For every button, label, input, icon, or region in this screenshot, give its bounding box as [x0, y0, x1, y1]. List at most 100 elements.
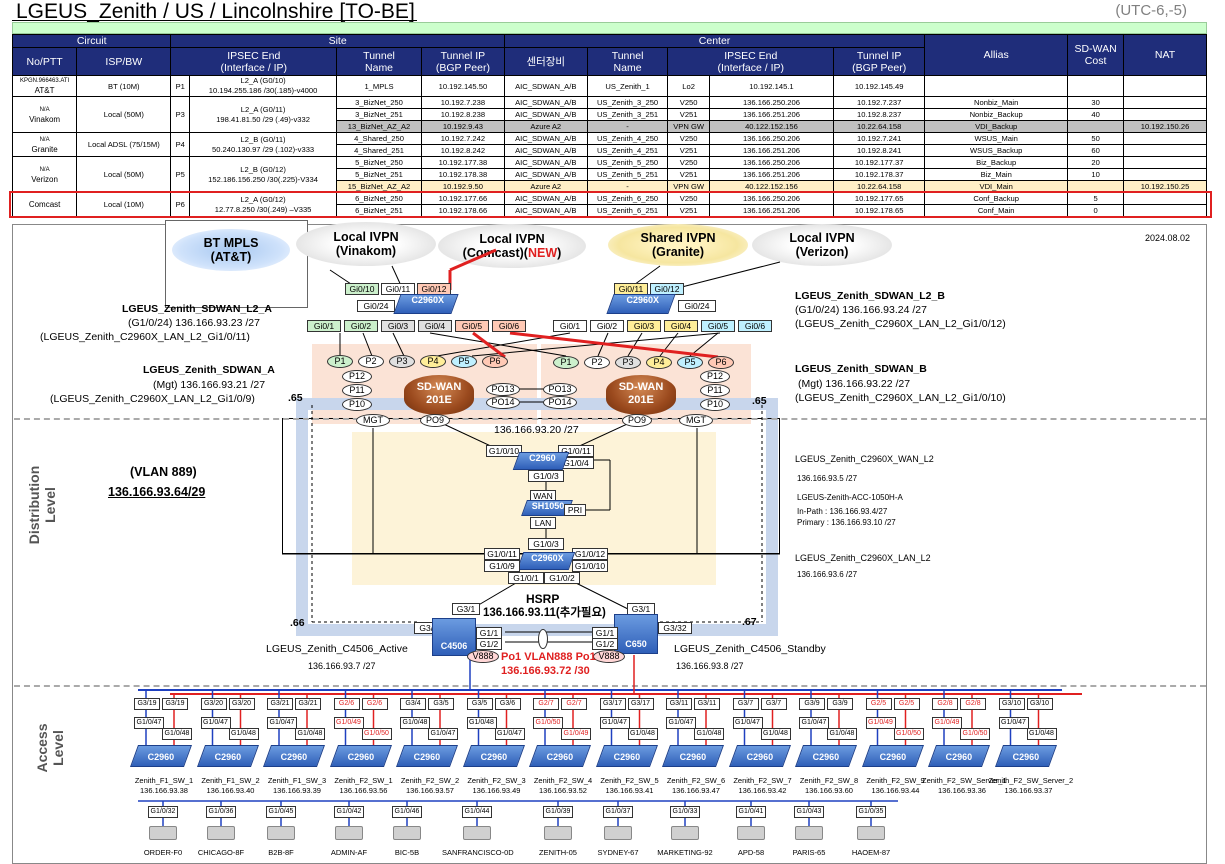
- access-switch-7: C2960: [595, 745, 658, 767]
- sdwan-b-port-0: P1: [553, 356, 579, 369]
- l2a-switch-label: C2960X: [411, 295, 444, 305]
- lan-l2-ip: 136.166.93.6 /27: [797, 570, 858, 579]
- sdwan-a-port-0: P1: [327, 355, 353, 368]
- cell-center-tunnel: -: [586, 180, 669, 193]
- access-switch-label: C2960: [812, 752, 839, 762]
- sdwan-a-ip: (Mgt) 136.166.93.21 /27: [153, 379, 266, 391]
- access-switch-ip-10: 136.166.93.60: [805, 786, 853, 795]
- cell-ipsec: L2_A (G0/11)198.41.81.50 /29 (.49)-v332: [189, 96, 338, 133]
- sdwan-b-po14: PO14: [543, 396, 577, 409]
- access-port-a-5: G1/0/48: [466, 717, 497, 729]
- cell-cost: [1067, 75, 1125, 97]
- cell-cost: 60: [1067, 144, 1125, 157]
- l2a-top-port-1: Gi0/11: [381, 283, 415, 295]
- l2a-top-port-0: Gi0/10: [345, 283, 379, 295]
- cell-center-ip: 10.192.145.1: [708, 75, 835, 97]
- header-isp-bw: ISP/BW: [76, 47, 172, 76]
- access-uplink-a-3: G2/6: [333, 698, 360, 710]
- access-switch-12: C2960: [927, 745, 991, 767]
- cell-tunnel-name: 3_BizNet_250: [336, 96, 422, 109]
- wan-l2-port-a: G1/0/10: [486, 445, 522, 457]
- group-circuit: Circuit: [11, 34, 172, 48]
- endpoint-port-5: G1/0/44: [462, 806, 492, 818]
- cell-cost: 50: [1067, 132, 1125, 145]
- cell-isp: Local (50M): [76, 156, 172, 193]
- access-uplink-a-0: G3/19: [134, 698, 160, 710]
- cell-ptt: Verizon: [31, 174, 58, 184]
- access-uplink-a-12: G2/8: [932, 698, 958, 710]
- access-switch-name-11: Zenith_F2_SW_9: [866, 776, 925, 785]
- access-port-a-3: G1/0/49: [333, 717, 364, 729]
- access-port-b-10: G1/0/48: [827, 728, 857, 740]
- cell-ptt: Vinakom: [29, 114, 61, 124]
- access-uplink-a-7: G3/17: [599, 698, 626, 710]
- cell-no: N/A: [39, 106, 50, 113]
- lan-l2-port-c: G1/0/12: [572, 548, 608, 560]
- cell-center-tunnel: US_Zenith_4_251: [586, 144, 669, 157]
- endpoint-port-10: G1/0/43: [794, 806, 824, 818]
- endpoint-device-4: [393, 826, 421, 840]
- hsrp-label: HSRP: [526, 592, 560, 606]
- comcast-cloud-isp: (Comcast)(: [462, 246, 528, 260]
- cell-center-tunnel-ip: 10.192.177.37: [833, 156, 926, 169]
- cell-ipsec-ip: 50.240.130.97 /29 (.102)-v333: [211, 144, 315, 154]
- access-port-b-13: G1/0/48: [1026, 728, 1057, 740]
- access-switch-name-1: Zenith_F1_SW_2: [201, 776, 260, 785]
- access-switch-9: C2960: [728, 745, 791, 767]
- cell-isp: Local (50M): [76, 96, 172, 133]
- sdwan-b-port-3: P4: [646, 356, 672, 369]
- l2b-ip: (G1/0/24) 136.166.93.24 /27: [795, 304, 927, 316]
- sdwan-a-mgt: MGT: [356, 414, 390, 427]
- endpoint-name-7: SYDNEY-67: [597, 848, 639, 857]
- l2a-switch: C2960X: [393, 294, 459, 314]
- sdwan-a-po9: PO9: [420, 414, 450, 427]
- cell-tunnel-ip: 10.192.177.38: [420, 156, 505, 169]
- l2b-bottom-port-3: Gi0/4: [664, 320, 698, 332]
- cell-ptt: Granite: [31, 144, 58, 154]
- endpoint-name-9: APD-58: [737, 848, 765, 857]
- cloud-bt-mpls: BT MPLS (AT&T): [172, 229, 290, 271]
- access-uplink-b-5: G3/6: [494, 698, 521, 710]
- endpoint-name-5: SANFRANCISCO-0D: [442, 848, 514, 857]
- cell-isp: BT (10M): [76, 75, 172, 97]
- wan-l2-switch: C2960: [512, 452, 570, 470]
- access-uplink-a-6: G2/7: [533, 698, 559, 710]
- l2a-ip: (G1/0/24) 136.166.93.23 /27: [128, 317, 260, 329]
- access-switch-label: C2960: [147, 752, 174, 762]
- l2a-uplink: (LGEUS_Zenith_C2960X_LAN_L2_Gi1/0/11): [40, 331, 250, 343]
- access-switch-ip-9: 136.166.93.42: [738, 786, 787, 795]
- l2b-switch: C2960X: [606, 294, 676, 314]
- access-switch-ip-1: 136.166.93.40: [206, 786, 255, 795]
- endpoint-port-1: G1/0/36: [206, 806, 236, 818]
- l2a-bottom-port-5: Gi0/6: [492, 320, 526, 332]
- access-uplink-b-2: G3/21: [295, 698, 321, 710]
- endpoint-port-0: G1/0/32: [148, 806, 178, 818]
- header-tunnel-ip: Tunnel IP (BGP Peer): [420, 47, 505, 76]
- acc-lan-port: LAN: [530, 517, 556, 529]
- access-switch-5: C2960: [462, 745, 525, 767]
- cell-alias: Biz_Main: [924, 168, 1069, 181]
- l2b-bottom-port-2: Gi0/3: [627, 320, 661, 332]
- access-uplink-b-7: G3/17: [627, 698, 654, 710]
- sdwan-b-name: LGEUS_Zenith_SDWAN_B: [795, 363, 927, 375]
- lan-l2-switch: C2960X: [516, 552, 576, 570]
- sdwan-b-ip: (Mgt) 136.166.93.22 /27: [798, 378, 911, 390]
- access-switch-1: C2960: [196, 745, 259, 767]
- access-switch-ip-3: 136.166.93.56: [339, 786, 388, 795]
- sdwan-b-router: SD-WAN 201E: [606, 375, 676, 415]
- cell-center-tunnel-ip: 10.192.8.237: [833, 108, 926, 121]
- access-uplink-a-1: G3/20: [200, 698, 227, 710]
- lan-l2-port-b: G1/0/11: [484, 548, 520, 560]
- cell-center-tunnel: US_Zenith_3_250: [586, 96, 669, 109]
- access-switch-name-2: Zenith_F1_SW_3: [267, 776, 327, 785]
- standby-ip: 136.166.93.8 /27: [676, 661, 744, 671]
- cell-center-if: V251: [667, 108, 710, 121]
- cell-ipsec-ip: 198.41.81.50 /29 (.49)-v332: [216, 114, 310, 124]
- endpoint-device-3: [335, 826, 363, 840]
